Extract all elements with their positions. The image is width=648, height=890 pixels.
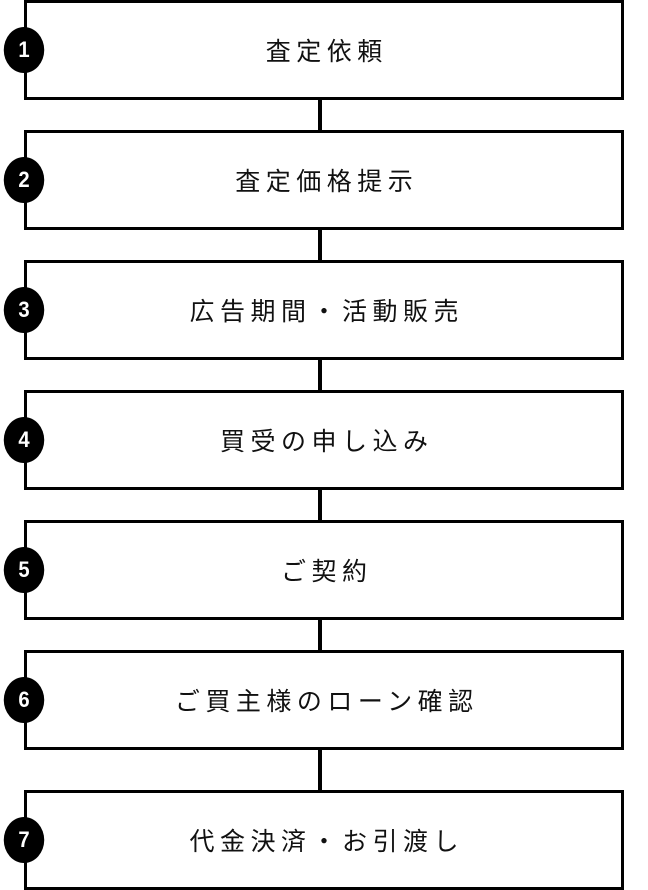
step-number-badge: 4	[3, 417, 45, 463]
step-number: 4	[18, 427, 30, 452]
step-box: 1 査定依頼	[3, 0, 624, 100]
step-number-badge: 6	[3, 677, 45, 723]
step-number: 3	[18, 297, 30, 322]
step-label: 代金決済・お引渡し	[189, 827, 464, 856]
step-number: 7	[18, 827, 30, 852]
connector-line	[318, 748, 322, 792]
step-number: 5	[18, 557, 30, 582]
step-label: 広告期間・活動販売	[189, 297, 464, 326]
step-number-badge: 5	[3, 547, 45, 593]
connector-line	[318, 618, 322, 652]
connector-line	[318, 358, 322, 392]
step-number: 2	[18, 167, 30, 192]
step-box: 2 査定価格提示	[3, 130, 624, 230]
step-box: 3 広告期間・活動販売	[3, 260, 624, 360]
step-number-badge: 1	[3, 27, 45, 73]
step-number: 6	[18, 687, 30, 712]
step-label: 査定依頼	[265, 37, 388, 66]
step-label: ご契約	[280, 557, 373, 586]
step-number: 1	[18, 37, 30, 62]
connector-line	[318, 488, 322, 522]
step-box: 4 買受の申し込み	[3, 390, 624, 490]
step-number-badge: 2	[3, 157, 45, 203]
connector-line	[318, 228, 322, 262]
step-box: 7 代金決済・お引渡し	[3, 790, 624, 890]
connector-line	[318, 98, 322, 132]
step-label: ご買主様のローン確認	[174, 687, 479, 716]
step-number-badge: 7	[3, 817, 45, 863]
step-box: 6 ご買主様のローン確認	[3, 650, 624, 750]
step-box: 5 ご契約	[3, 520, 624, 620]
step-label: 買受の申し込み	[219, 427, 434, 456]
step-label: 査定価格提示	[235, 167, 419, 196]
step-number-badge: 3	[3, 287, 45, 333]
